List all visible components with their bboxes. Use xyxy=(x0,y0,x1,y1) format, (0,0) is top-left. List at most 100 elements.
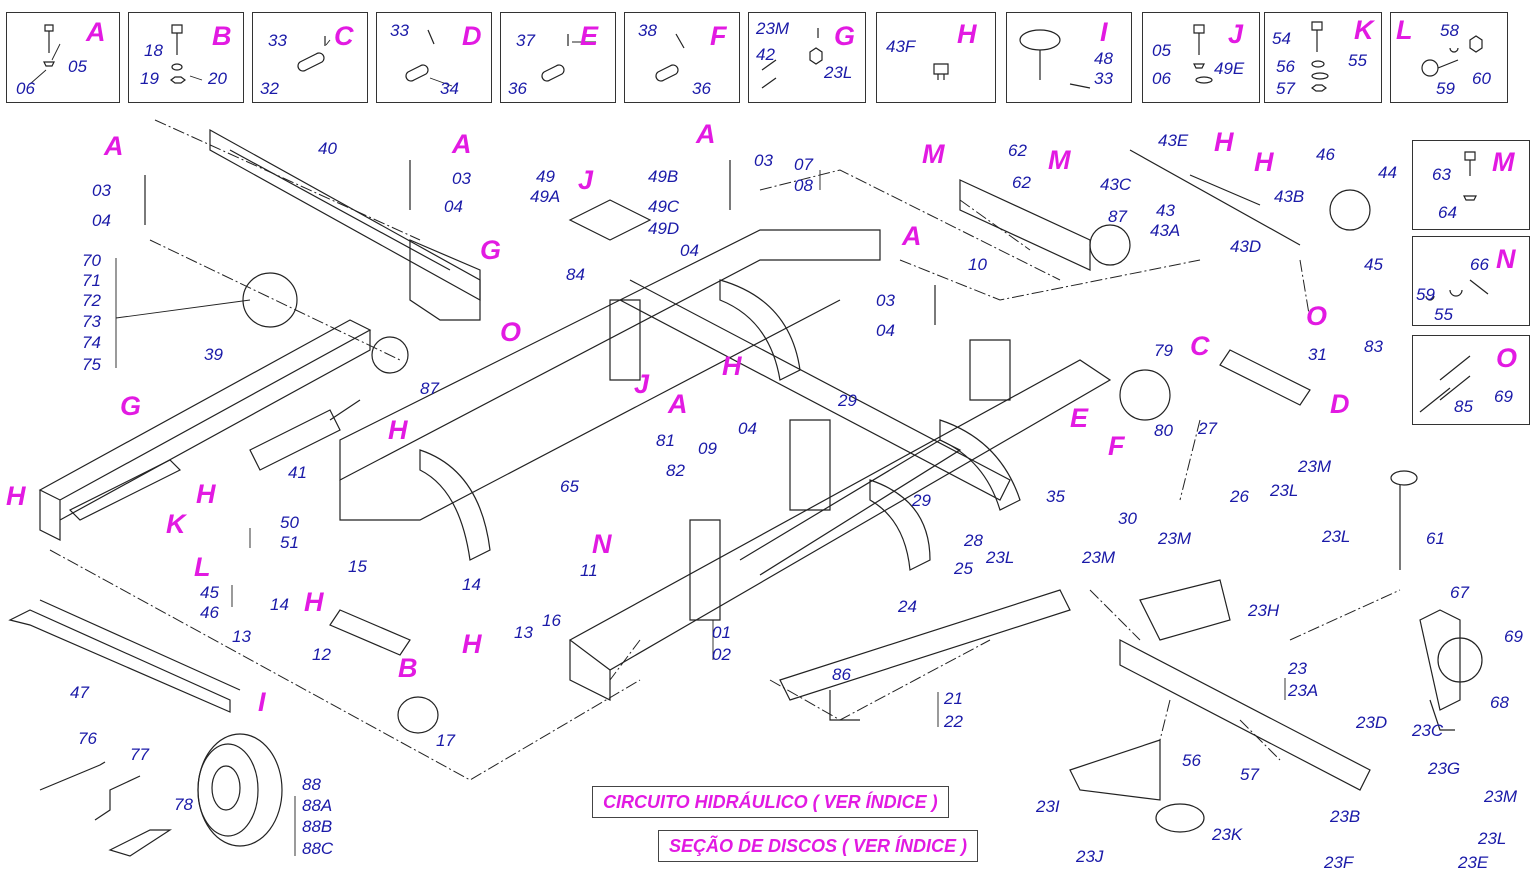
part-label: 23L xyxy=(986,548,1015,567)
callout-letter: H xyxy=(462,629,482,659)
callout-letter: G xyxy=(120,391,142,421)
part-label: 08 xyxy=(794,176,813,195)
part-label: 11 xyxy=(580,561,598,580)
key-box-l xyxy=(1390,12,1508,103)
part-label: 23M xyxy=(1484,787,1518,806)
callout-letter: C xyxy=(1190,331,1210,361)
part-label: 03 xyxy=(452,169,471,188)
part-label: 43B xyxy=(1274,187,1305,206)
callout-letter: H xyxy=(1254,147,1274,177)
key-box-h xyxy=(876,12,996,103)
part-label: 28 xyxy=(964,531,983,550)
key-box-d xyxy=(376,12,492,103)
part-label: 43E xyxy=(1158,131,1189,150)
key-letter-g: G xyxy=(834,21,856,51)
part-label: 78 xyxy=(174,795,193,814)
key-k-part: 54 xyxy=(1272,29,1291,48)
part-label: 88 xyxy=(302,775,321,794)
part-label: 81 xyxy=(656,431,675,450)
part-label: 40 xyxy=(318,139,337,158)
callout-letter: H xyxy=(1214,127,1234,157)
key-b-part: 19 xyxy=(140,69,159,88)
part-label: 51 xyxy=(280,533,299,552)
part-label: 23C xyxy=(1412,721,1444,740)
key-j-part: 49E xyxy=(1214,59,1245,78)
part-label: 04 xyxy=(680,241,699,260)
callout-letter: E xyxy=(1070,403,1089,433)
key-l-part: 60 xyxy=(1472,69,1491,88)
part-label: 46 xyxy=(1316,145,1335,164)
part-label: 71 xyxy=(82,271,101,290)
key-m-part: 64 xyxy=(1438,203,1457,222)
key-letter-d: D xyxy=(462,21,482,51)
key-i-part: 33 xyxy=(1094,69,1113,88)
part-label: 02 xyxy=(712,645,731,664)
part-label: 65 xyxy=(560,477,579,496)
key-f-part: 36 xyxy=(692,79,711,98)
callout-letter: M xyxy=(922,139,945,169)
part-label: 23L xyxy=(1270,481,1299,500)
part-label: 62 xyxy=(1012,173,1031,192)
key-m-part: 63 xyxy=(1432,165,1451,184)
callout-letter: J xyxy=(578,165,594,195)
key-letter-o: O xyxy=(1496,343,1518,373)
part-label: 50 xyxy=(280,513,299,532)
part-label: 82 xyxy=(666,461,685,480)
part-label: 29 xyxy=(912,491,931,510)
part-label: 23 xyxy=(1288,659,1307,678)
key-e-part: 36 xyxy=(508,79,527,98)
part-label: 79 xyxy=(1154,341,1173,360)
part-label: 23L xyxy=(1322,527,1351,546)
part-label: 29 xyxy=(838,391,857,410)
key-letter-j: J xyxy=(1228,19,1244,49)
part-label: 43D xyxy=(1230,237,1262,256)
key-n-part: 59 xyxy=(1416,285,1435,304)
key-letter-k: K xyxy=(1354,15,1374,45)
part-label: 04 xyxy=(92,211,111,230)
part-label: 68 xyxy=(1490,693,1509,712)
key-letter-l: L xyxy=(1396,15,1413,45)
part-label: 83 xyxy=(1364,337,1383,356)
key-j-part: 06 xyxy=(1152,69,1171,88)
key-letter-e: E xyxy=(580,21,599,51)
key-n-part: 66 xyxy=(1470,255,1489,274)
part-label: 49B xyxy=(648,167,679,186)
part-label: 84 xyxy=(566,265,585,284)
part-label: 49C xyxy=(648,197,680,216)
part-label: 13 xyxy=(232,627,251,646)
part-label: 62 xyxy=(1008,141,1027,160)
part-label: 73 xyxy=(82,312,101,331)
part-label: 41 xyxy=(288,463,307,482)
part-label: 61 xyxy=(1426,529,1445,548)
hydraulic-circuit-note: CIRCUITO HIDRÁULICO ( VER ÍNDICE ) xyxy=(592,786,949,818)
part-label: 12 xyxy=(312,645,331,664)
key-b-part: 20 xyxy=(208,69,227,88)
key-g-part: 23L xyxy=(824,63,853,82)
part-label: 49 xyxy=(536,167,555,186)
key-g-part: 23M xyxy=(756,19,790,38)
part-label: 23E xyxy=(1458,853,1489,872)
callout-letter: A xyxy=(104,131,124,161)
key-o-part: 69 xyxy=(1494,387,1513,406)
part-label: 07 xyxy=(794,155,813,174)
part-label: 43A xyxy=(1150,221,1181,240)
part-label: 88B xyxy=(302,817,333,836)
part-label: 23M xyxy=(1158,529,1192,548)
key-a-part: 05 xyxy=(68,57,87,76)
part-label: 04 xyxy=(738,419,757,438)
part-label: 15 xyxy=(348,557,367,576)
part-label: 04 xyxy=(444,197,463,216)
key-d-part: 34 xyxy=(440,79,459,98)
callout-letter: F xyxy=(1108,431,1125,461)
key-b-part: 18 xyxy=(144,41,163,60)
part-label: 24 xyxy=(898,597,917,616)
part-label: 57 xyxy=(1240,765,1259,784)
part-label: 70 xyxy=(82,251,101,270)
key-letter-c: C xyxy=(334,21,354,51)
key-letter-i: I xyxy=(1100,17,1108,47)
part-label: 77 xyxy=(130,745,149,764)
part-label: 76 xyxy=(78,729,97,748)
part-label: 39 xyxy=(204,345,223,364)
part-label: 23I xyxy=(1036,797,1060,816)
